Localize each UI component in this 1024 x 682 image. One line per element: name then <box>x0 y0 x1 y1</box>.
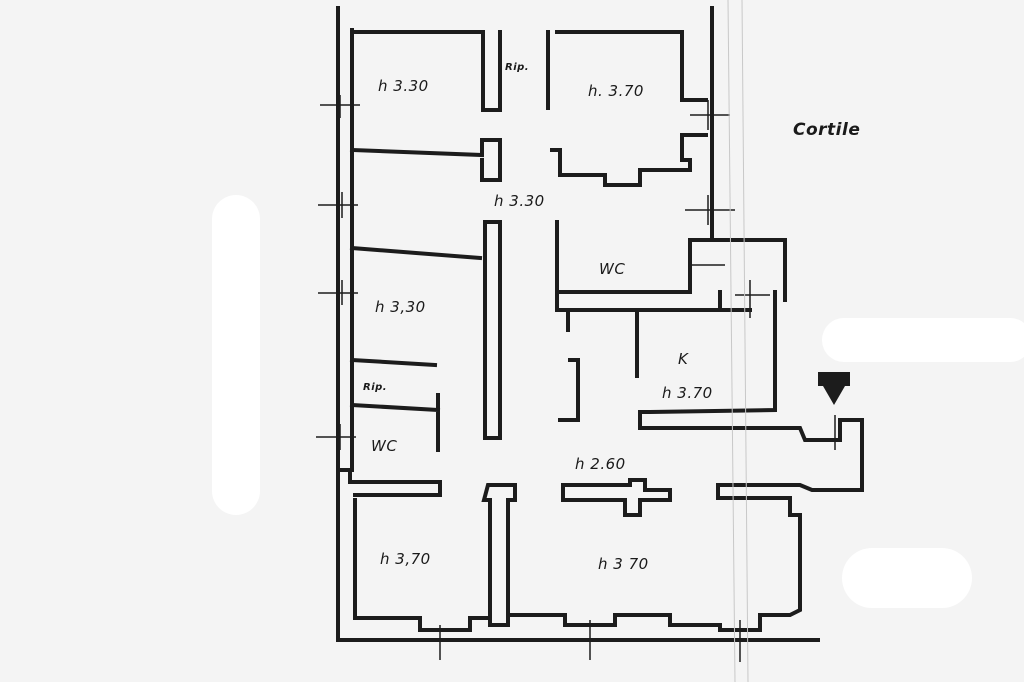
room-label-hall: h 2.60 <box>575 455 626 473</box>
wall-kitchen <box>555 290 722 378</box>
wall-pantry-stub <box>558 358 580 422</box>
wall-mid-divider <box>349 245 483 261</box>
wall-room-top-left <box>350 30 502 112</box>
wall-rip-top <box>498 30 550 110</box>
redaction-blob-left <box>212 195 260 515</box>
wall-upper-divider <box>349 138 502 182</box>
room-label-mid-left: h 3,30 <box>375 298 426 316</box>
room-label-bottom-right: h 3 70 <box>598 555 649 573</box>
entrance-arrow-icon <box>818 372 850 405</box>
wall-kitchen-bottom <box>638 418 864 500</box>
window-marker <box>318 192 358 218</box>
room-label-bottom-left: h 3,70 <box>380 550 431 568</box>
room-label-kitchen-height: h 3.70 <box>662 384 713 402</box>
wall-column-bottom <box>481 483 517 627</box>
window-marker <box>320 95 360 118</box>
window-marker <box>735 280 770 318</box>
window-marker <box>690 100 730 130</box>
window-marker <box>415 625 470 660</box>
wall-bottom-right-room <box>508 496 802 632</box>
wall-hall-bottom-mid <box>561 478 672 517</box>
window-marker <box>565 620 615 660</box>
wall-room-top-right <box>555 30 708 102</box>
redaction-blob-right-upper <box>822 318 1024 362</box>
wall-kitchen-right <box>638 290 777 430</box>
wall-left-inner <box>350 28 357 620</box>
room-label-wc-right: WC <box>599 260 626 278</box>
room-label-corridor-upper: h 3.30 <box>494 192 545 210</box>
wall-rip-left <box>349 357 441 452</box>
courtyard-label: Cortile <box>793 120 861 140</box>
wall-upper-right-divider <box>550 133 708 187</box>
wall-left-outer <box>336 6 820 642</box>
room-label-kitchen: K <box>678 350 689 368</box>
wall-corridor-column <box>483 220 502 440</box>
wall-bottom-left-room <box>353 616 492 632</box>
room-label-top-right: h. 3.70 <box>588 82 644 100</box>
room-label-ripostiglio-left: Rip. <box>363 382 388 393</box>
wall-wc-right <box>555 220 787 302</box>
room-label-wc-left: WC <box>371 437 398 455</box>
redaction-blob-right-lower <box>842 548 972 608</box>
wall-wc-left-bottom <box>336 468 442 497</box>
window-marker <box>715 620 765 662</box>
window-marker <box>316 424 356 450</box>
window-marker <box>685 195 735 225</box>
room-label-top-left: h 3.30 <box>378 77 429 95</box>
window-marker <box>318 280 358 305</box>
room-label-ripostiglio-top: Rip. <box>505 62 530 73</box>
